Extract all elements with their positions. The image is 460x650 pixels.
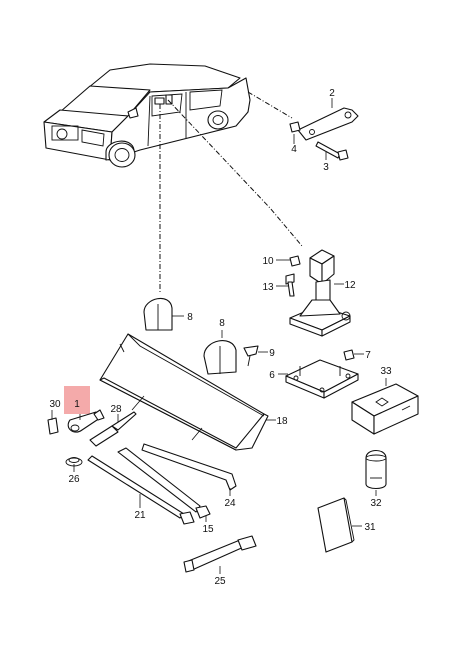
storage-tray xyxy=(99,333,276,451)
callout-9: 9 xyxy=(269,348,275,359)
callout-3: 3 xyxy=(323,162,329,173)
callout-33: 33 xyxy=(380,366,392,377)
callout-13: 13 xyxy=(262,282,274,293)
callout-31: 31 xyxy=(364,522,376,533)
callout-4: 4 xyxy=(291,144,297,155)
callout-6: 6 xyxy=(269,370,275,381)
callout-24: 24 xyxy=(224,498,236,509)
callout-8-lower: 8 xyxy=(219,318,225,329)
accessory-items xyxy=(317,378,419,553)
callout-10: 10 xyxy=(262,256,274,267)
wrench-and-rods xyxy=(87,443,257,574)
bracket-assembly xyxy=(289,98,359,161)
callout-15: 15 xyxy=(202,524,214,535)
highlight-part-1 xyxy=(64,386,90,414)
tool-parts-left xyxy=(47,386,105,472)
reference-lines xyxy=(159,91,303,292)
callout-7: 7 xyxy=(365,350,371,361)
callout-2: 2 xyxy=(329,88,335,99)
callout-26: 26 xyxy=(68,474,80,485)
screwdriver xyxy=(89,411,137,447)
callout-25: 25 xyxy=(214,576,226,587)
pickup-truck-illustration xyxy=(43,63,251,168)
callout-21: 21 xyxy=(134,510,146,521)
callout-18: 18 xyxy=(276,416,288,427)
callout-30: 30 xyxy=(49,399,61,410)
callout-8-upper: 8 xyxy=(187,312,193,323)
callout-labels: 1 2 3 4 6 7 8 8 9 10 12 13 15 18 21 24 2… xyxy=(49,88,392,587)
callout-12: 12 xyxy=(344,280,356,291)
callout-28: 28 xyxy=(110,404,122,415)
cover-parts xyxy=(143,297,268,375)
callout-1: 1 xyxy=(74,399,80,410)
car-jack xyxy=(276,249,351,337)
callout-32: 32 xyxy=(370,498,382,509)
mounting-plate xyxy=(278,349,364,399)
